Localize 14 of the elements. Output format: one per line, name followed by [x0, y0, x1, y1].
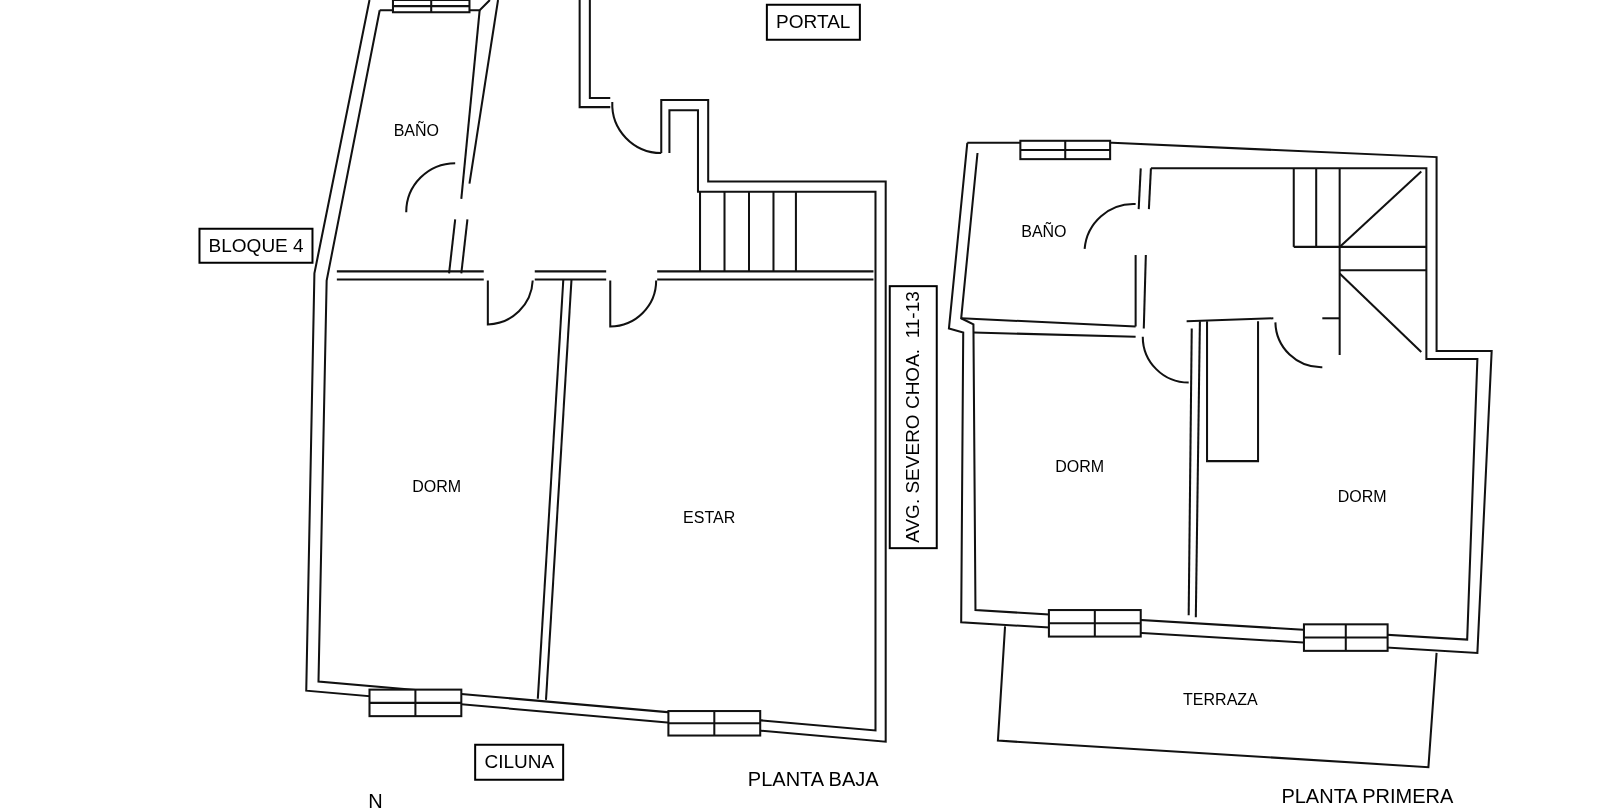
room-label: TERRAZA: [1183, 687, 1258, 712]
street-name-tag: AVG. SEVERO CHOA. 11-13: [889, 285, 938, 550]
room-label: BAÑO: [393, 118, 439, 143]
floor-title: PLANTA BAJA: [747, 767, 879, 793]
floor-title: N: [368, 788, 383, 810]
room-label: DORM: [1055, 455, 1104, 480]
floor-title: PLANTA PRIMERA: [1281, 783, 1454, 809]
room-label: BAÑO: [1021, 219, 1067, 244]
street-name-tag: BLOQUE 4: [198, 227, 314, 265]
street-name-tag: CILUNA: [474, 743, 565, 781]
street-name-tag: PORTAL: [766, 4, 861, 41]
room-label: DORM: [1337, 484, 1387, 509]
room-label: ESTAR: [683, 506, 736, 531]
room-label: DORM: [412, 474, 462, 499]
